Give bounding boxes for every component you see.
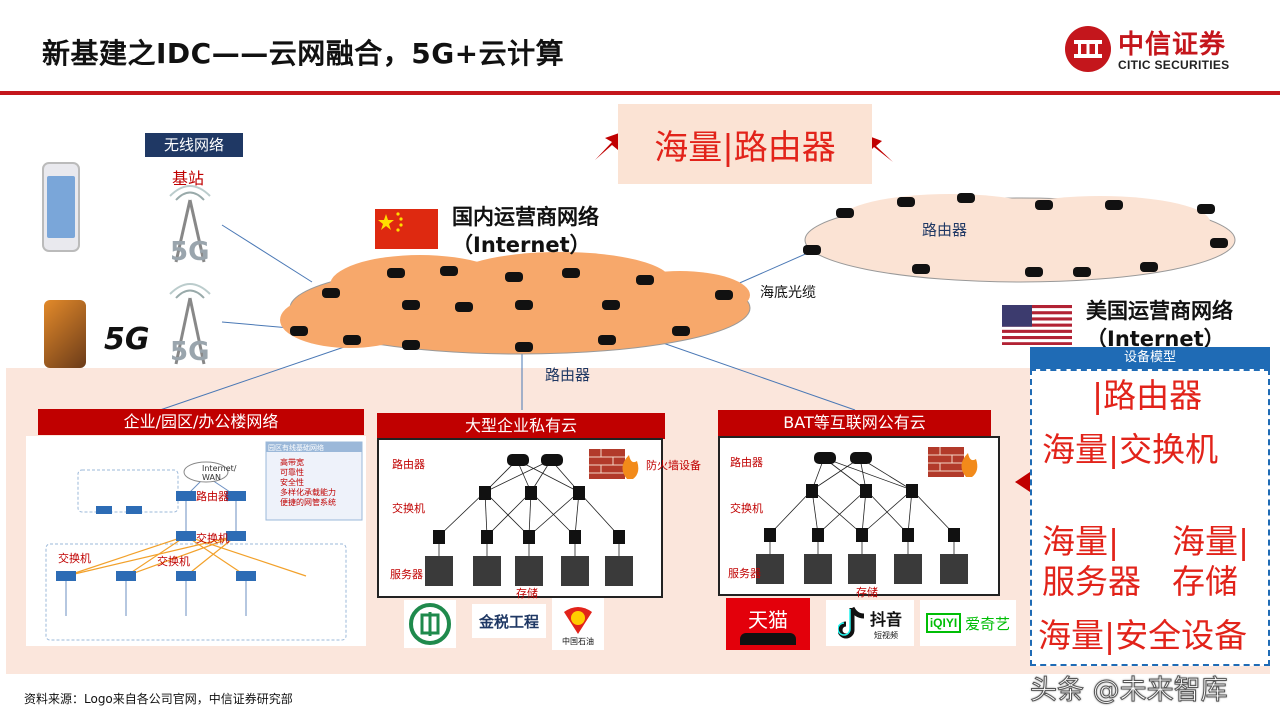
us-router-label: 路由器 [922, 221, 968, 239]
device-security: 海量|安全设备 [1038, 616, 1248, 655]
golden-tax-logo: 金税工程 [472, 604, 546, 638]
device-server: 海量| 服务器 [1042, 522, 1141, 601]
callout-arrow-left [595, 132, 622, 160]
device-model-box [1030, 369, 1270, 666]
internet-wan-label: Internet/ WAN [202, 464, 237, 482]
public-router-label: 路由器 [730, 456, 763, 469]
callout-arrow-right [866, 135, 893, 162]
private-firewall-icon [587, 443, 641, 483]
public-server-label: 服务器 [728, 567, 761, 580]
fiveg-label: 5G [104, 322, 150, 357]
us-flag-icon [1002, 305, 1072, 345]
enterprise-network-title: 企业/园区/办公楼网络 [38, 409, 364, 435]
enterprise-switch-label-1: 交换机 [196, 532, 229, 545]
private-cloud-title: 大型企业私有云 [377, 413, 665, 439]
device-router: |路由器 [1092, 376, 1203, 415]
private-firewall-label: 防火墙设备 [646, 459, 701, 472]
public-switch-label: 交换机 [730, 502, 763, 515]
link-subsea [734, 251, 811, 286]
enterprise-switch-label-3: 交换机 [157, 555, 190, 568]
private-router-label: 路由器 [392, 458, 425, 471]
public-firewall-icon [926, 441, 980, 481]
basestation-tower-2: 5G [169, 283, 211, 367]
callout-massive-routers: 海量|路由器 [618, 104, 872, 184]
icbc-logo [404, 600, 456, 648]
link-public [639, 334, 856, 411]
svg-text:5G: 5G [170, 237, 209, 267]
subsea-cable-label: 海底光缆 [760, 285, 816, 301]
private-storage-label: 存储 [516, 587, 538, 600]
brand-name: 中信证券 [1118, 30, 1227, 60]
douyin-logo: 抖音 短视频 [826, 600, 914, 646]
campus-network-box-title: 园区有线基础网络 [268, 444, 324, 452]
us-routers [803, 193, 1228, 277]
enterprise-network-diagram [26, 436, 366, 646]
link-basestation-2 [221, 321, 291, 329]
iqiyi-logo: iQIYI 爱奇艺 [920, 600, 1016, 646]
device-storage: 海量| 存储 [1172, 522, 1250, 601]
campus-network-features: 高带宽 可靠性 安全性 多样化承载能力 便捷的网管系统 [280, 458, 336, 507]
basestation-tower-1: 5G [169, 185, 211, 267]
domestic-routers [290, 266, 733, 352]
private-switch-label: 交换机 [392, 502, 425, 515]
private-server-label: 服务器 [390, 568, 423, 581]
us-cloud [804, 194, 1236, 283]
brand-name-en: CITIC SECURITIES [1118, 58, 1230, 72]
public-cloud-title: BAT等互联网公有云 [718, 410, 991, 436]
page-title: 新基建之IDC——云网融合，5G+云计算 [42, 37, 565, 70]
watermark: 头条 @未来智库 [1030, 675, 1229, 707]
us-network-label: 美国运营商网络 （Internet） [1086, 299, 1233, 351]
huawei-phone-icon [44, 300, 86, 368]
enterprise-switch-label-2: 交换机 [58, 552, 91, 565]
iphone-icon [42, 162, 80, 252]
china-flag-icon [375, 209, 438, 249]
enterprise-router-label: 路由器 [196, 490, 229, 503]
tmall-logo: 天猫 [726, 598, 810, 650]
device-switch: 海量|交换机 [1042, 430, 1219, 469]
device-pointer-arrow [1015, 472, 1044, 492]
citic-logo-icon [1065, 26, 1111, 72]
header-divider [0, 91, 1280, 95]
base-station-label: 基站 [172, 169, 205, 188]
source-note: 资料来源：Logo来自各公司官网，中信证券研究部 [24, 692, 293, 706]
svg-text:5G: 5G [170, 337, 209, 367]
link-enterprise [159, 344, 351, 411]
link-basestation-1 [221, 224, 313, 283]
sinopec-logo: 中国石油 [552, 598, 604, 650]
domestic-network-label: 国内运营商网络 （Internet） [452, 205, 599, 257]
public-storage-label: 存储 [856, 586, 878, 599]
wireless-network-tag: 无线网络 [145, 133, 243, 157]
device-model-header: 设备模型 [1030, 347, 1270, 369]
domestic-router-label: 路由器 [545, 366, 591, 384]
